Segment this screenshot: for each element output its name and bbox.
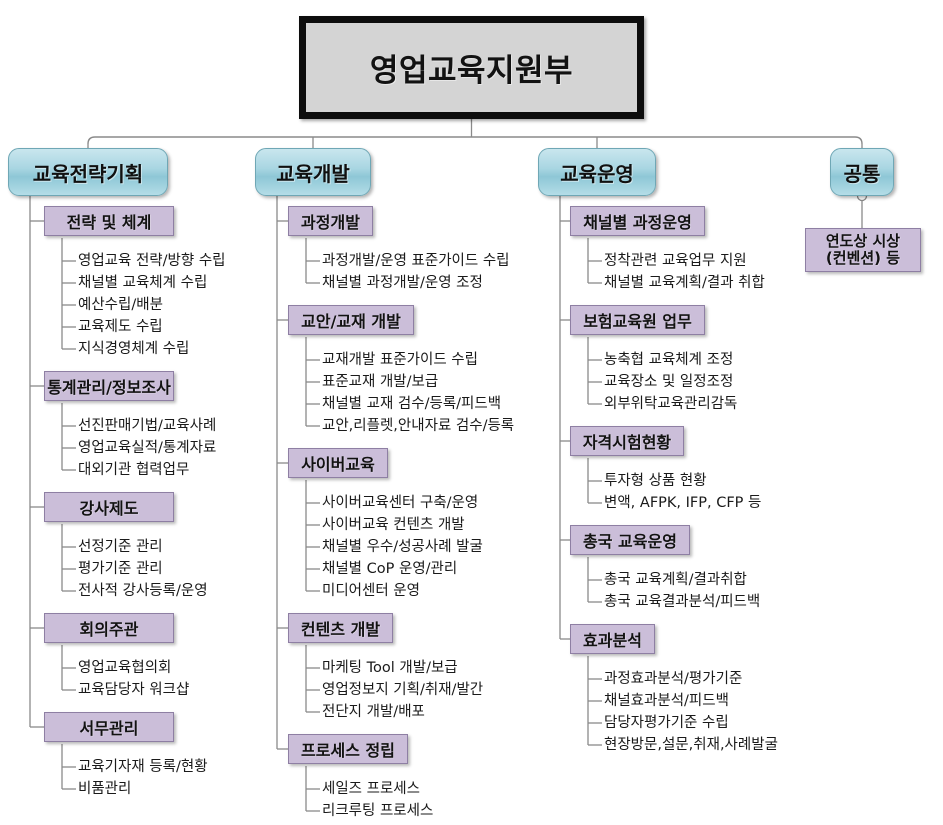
group-node-label: 프로세스 정립	[301, 741, 395, 760]
group-node-process-establishment[interactable]: 프로세스 정립	[288, 734, 408, 764]
group-node-label: 총국 교육운영	[583, 532, 677, 551]
group-node-label: 사이버교육	[301, 455, 375, 474]
leaf-item: 현장방문,설문,취재,사례발굴	[604, 737, 778, 753]
leaf-item: 영업교육협의회	[78, 660, 172, 676]
group-node-label: 통계관리/정보조사	[47, 378, 171, 397]
group-node-label: 컨텐츠 개발	[300, 620, 381, 639]
leaf-item: 표준교재 개발/보급	[322, 374, 439, 390]
leaf-item: 채널별 교재 검수/등록/피드백	[322, 396, 502, 412]
group-node-statistics-info-research[interactable]: 통계관리/정보조사	[44, 371, 174, 401]
leaf-item: 영업교육 전략/방향 수립	[78, 253, 226, 269]
leaf-item: 채널효과분석/피드백	[604, 693, 729, 709]
group-node-general-affairs[interactable]: 서무관리	[44, 712, 174, 742]
branch-node-edu-development[interactable]: 교육개발	[255, 148, 371, 196]
group-node-label: 보험교육원 업무	[583, 312, 692, 331]
leaf-item: 과정효과분석/평가기준	[604, 671, 743, 687]
group-node-course-development[interactable]: 과정개발	[288, 206, 373, 236]
leaf-item: 교재개발 표준가이드 수립	[322, 352, 478, 368]
group-node-license-exam-status[interactable]: 자격시험현황	[570, 426, 684, 456]
leaf-item: 영업정보지 기획/취재/발간	[322, 682, 484, 698]
branch-node-common[interactable]: 공통	[830, 148, 894, 196]
leaf-item: 대외기관 협력업무	[78, 462, 190, 478]
group-node-label-line1: 연도상 시상	[825, 232, 901, 251]
leaf-item: 평가기준 관리	[78, 561, 163, 577]
leaf-item: 채널별 교육계획/결과 취합	[604, 275, 765, 291]
leaf-item: 영업교육실적/통계자료	[78, 440, 217, 456]
leaf-item: 사이버교육 컨텐츠 개발	[322, 517, 465, 533]
leaf-item: 채널별 교육체계 수립	[78, 275, 208, 291]
leaf-item: 교안,리플렛,안내자료 검수/등록	[322, 418, 515, 434]
group-node-contents-development[interactable]: 컨텐츠 개발	[288, 613, 393, 643]
leaf-item: 투자형 상품 현황	[604, 473, 707, 489]
group-node-label: 회의주관	[79, 620, 139, 639]
group-node-label: 채널별 과정운영	[583, 213, 692, 232]
group-node-label-line2: (컨벤션) 등	[825, 249, 901, 267]
group-node-insurance-institute-affairs[interactable]: 보험교육원 업무	[570, 305, 705, 335]
leaf-item: 변액, AFPK, IFP, CFP 등	[604, 495, 762, 511]
group-node-label: 서무관리	[79, 719, 139, 738]
group-node-cyber-education[interactable]: 사이버교육	[288, 448, 388, 478]
group-node-label: 강사제도	[79, 499, 139, 518]
branch-node-label: 교육운영	[560, 161, 634, 186]
branch-node-label: 교육전략기획	[32, 161, 144, 186]
leaf-item: 총국 교육결과분석/피드백	[604, 594, 761, 610]
leaf-item: 채널별 과정개발/운영 조정	[322, 275, 483, 291]
leaf-item: 교육담당자 워크샵	[78, 682, 190, 698]
group-node-effect-analysis[interactable]: 효과분석	[570, 624, 655, 654]
leaf-item: 선정기준 관리	[78, 539, 163, 555]
leaf-item: 담당자평가기준 수립	[604, 715, 729, 731]
root-node-label: 영업교육지원부	[369, 53, 574, 89]
group-node-meeting-hosting[interactable]: 회의주관	[44, 613, 174, 643]
leaf-item: 비품관리	[78, 781, 132, 797]
group-node-label: 전략 및 체계	[66, 213, 152, 232]
branch-node-label: 공통	[843, 161, 881, 186]
leaf-item: 농축협 교육체계 조정	[604, 352, 734, 368]
leaf-item: 과정개발/운영 표준가이드 수립	[322, 253, 510, 269]
leaf-item: 채널별 CoP 운영/관리	[322, 561, 458, 577]
leaf-item: 예산수립/배분	[78, 297, 163, 313]
leaf-item: 전사적 강사등록/운영	[78, 583, 208, 599]
group-node-instructor-system[interactable]: 강사제도	[44, 492, 174, 522]
leaf-item: 채널별 우수/성공사례 발굴	[322, 539, 483, 555]
leaf-item: 지식경영체계 수립	[78, 341, 190, 357]
leaf-item: 마케팅 Tool 개발/보급	[322, 660, 458, 676]
leaf-item: 교육기자재 등록/현황	[78, 759, 208, 775]
leaf-item: 교육장소 및 일정조정	[604, 374, 734, 390]
leaf-item: 외부위탁교육관리감독	[604, 396, 738, 412]
group-node-national-edu-operation[interactable]: 총국 교육운영	[570, 525, 690, 555]
leaf-item: 세일즈 프로세스	[322, 781, 420, 797]
leaf-item: 정착관련 교육업무 지원	[604, 253, 747, 269]
leaf-item: 선진판매기법/교육사례	[78, 418, 217, 434]
group-node-lesson-plan-textbook-development[interactable]: 교안/교재 개발	[288, 305, 414, 335]
root-node[interactable]: 영업교육지원부	[299, 16, 644, 119]
group-node-label: 과정개발	[301, 213, 360, 232]
group-node-label: 교안/교재 개발	[301, 312, 401, 331]
branch-node-edu-operation[interactable]: 교육운영	[538, 148, 656, 196]
group-node-strategy-and-system[interactable]: 전략 및 체계	[44, 206, 174, 236]
branch-node-label: 교육개발	[276, 161, 350, 186]
branch-node-edu-strategy-planning[interactable]: 교육전략기획	[8, 148, 168, 196]
group-node-channel-course-operation[interactable]: 채널별 과정운영	[570, 206, 705, 236]
leaf-item: 총국 교육계획/결과취합	[604, 572, 747, 588]
group-node-label: 자격시험현황	[582, 433, 672, 452]
leaf-item: 전단지 개발/배포	[322, 704, 425, 720]
group-node-label: 효과분석	[583, 631, 642, 650]
leaf-item: 사이버교육센터 구축/운영	[322, 495, 479, 511]
leaf-item: 교육제도 수립	[78, 319, 163, 335]
leaf-item: 리크루팅 프로세스	[322, 803, 434, 819]
group-node-annual-award[interactable]: 연도상 시상(컨벤션) 등	[805, 228, 921, 272]
leaf-item: 미디어센터 운영	[322, 583, 420, 599]
